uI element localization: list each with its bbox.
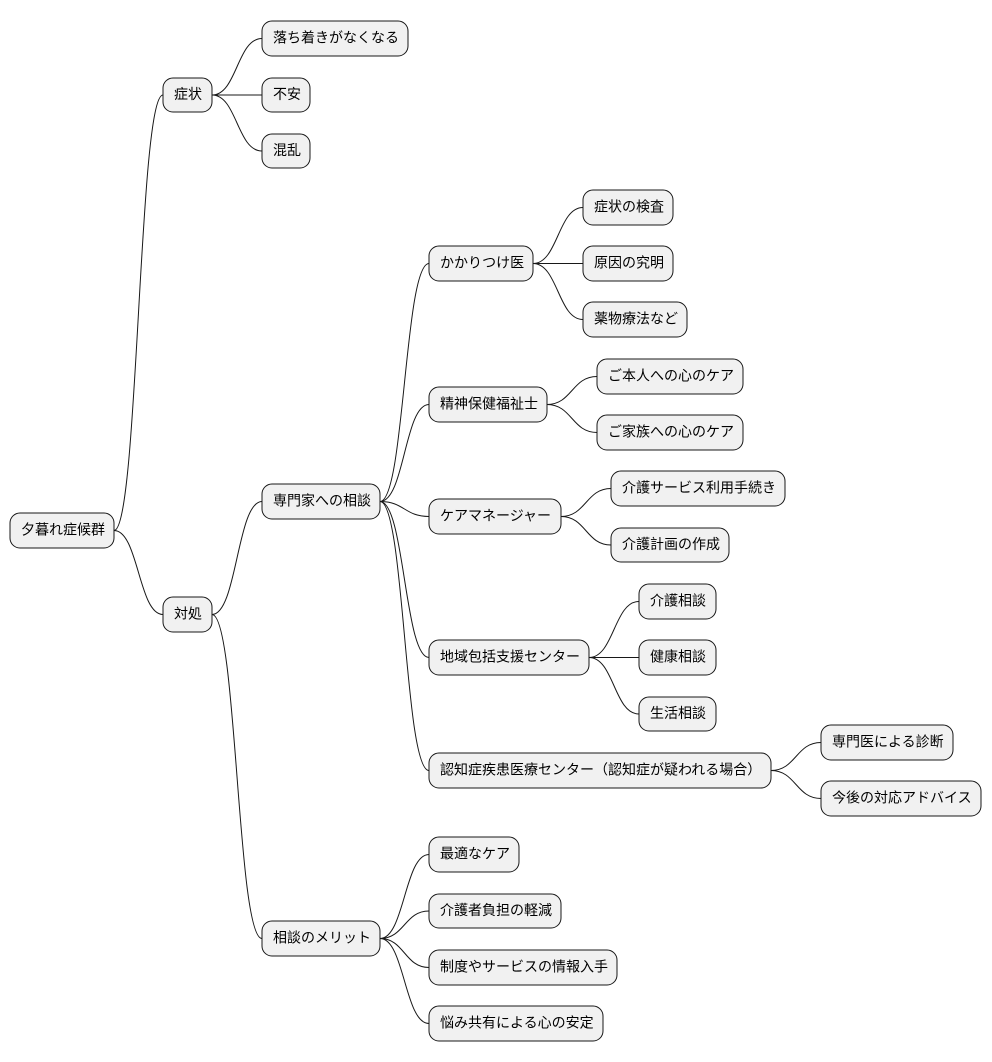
svg-text:専門医による診断: 専門医による診断 <box>832 735 944 751</box>
svg-text:薬物療法など: 薬物療法など <box>594 311 678 328</box>
item-care-plan-node: 介護計画の作成 <box>610 527 730 563</box>
connector-edge <box>211 614 263 939</box>
svg-text:落ち着きがなくなる: 落ち着きがなくなる <box>273 31 399 47</box>
item-life-consultation-node: 生活相談 <box>638 696 717 732</box>
connector-edge <box>588 657 640 715</box>
svg-text:不安: 不安 <box>273 87 301 103</box>
connector-edge <box>113 530 164 615</box>
svg-text:最適なケア: 最適なケア <box>440 846 510 863</box>
item-family-care-node: ご家族への心のケア <box>596 414 744 451</box>
item-care-consultation-node: 介護相談 <box>638 583 717 620</box>
connector-edge <box>211 38 263 96</box>
svg-text:精神保健福祉士: 精神保健福祉士 <box>440 397 538 413</box>
symptoms-node: 症状 <box>162 77 213 113</box>
connector-edge <box>546 376 598 405</box>
svg-text:ご本人への心のケア: ご本人への心のケア <box>608 369 734 385</box>
expert-family-doctor-node: かかりつけ医 <box>428 245 534 282</box>
item-health-consultation-node: 健康相談 <box>638 639 717 676</box>
connector-edge <box>379 938 430 1024</box>
item-cause-investigation-node: 原因の究明 <box>582 245 674 282</box>
connector-edge <box>113 94 164 531</box>
svg-text:健康相談: 健康相談 <box>650 649 706 666</box>
svg-text:症状: 症状 <box>174 87 202 103</box>
symptom-restless-node: 落ち着きがなくなる <box>261 20 409 57</box>
svg-text:専門家への相談: 専門家への相談 <box>273 493 371 510</box>
connector-edge <box>379 501 430 658</box>
expert-mental-health-worker-node: 精神保健福祉士 <box>428 386 548 423</box>
svg-text:介護計画の作成: 介護計画の作成 <box>622 537 720 553</box>
merit-information-node: 制度やサービスの情報入手 <box>428 949 618 986</box>
item-medication-node: 薬物療法など <box>582 301 688 338</box>
svg-text:ご家族への心のケア: ご家族への心のケア <box>608 424 734 441</box>
svg-text:地域包括支援センター: 地域包括支援センター <box>440 650 580 666</box>
connector-edge <box>379 404 430 502</box>
svg-text:症状の検査: 症状の検査 <box>594 200 664 216</box>
svg-text:混乱: 混乱 <box>273 143 301 159</box>
consult-merits-node: 相談のメリット <box>261 920 381 957</box>
svg-text:かかりつけ医: かかりつけ医 <box>440 256 524 272</box>
connector-edge <box>211 501 263 615</box>
svg-text:介護相談: 介護相談 <box>650 594 706 610</box>
symptom-confusion-node: 混乱 <box>261 133 311 169</box>
connector-edge <box>560 516 612 546</box>
svg-text:対処: 対処 <box>174 607 202 623</box>
svg-text:ケアマネージャー: ケアマネージャー <box>440 509 551 525</box>
expert-community-center-node: 地域包括支援センター <box>428 639 590 676</box>
root-node: 夕暮れ症候群 <box>9 512 115 549</box>
svg-text:介護サービス利用手続き: 介護サービス利用手続き <box>622 480 776 497</box>
connector-edge <box>770 770 822 799</box>
merit-optimal-care-node: 最適なケア <box>428 836 520 873</box>
expert-care-manager-node: ケアマネージャー <box>428 498 562 535</box>
connector-edge <box>379 501 430 771</box>
svg-text:相談のメリット: 相談のメリット <box>273 931 371 947</box>
svg-text:認知症疾患医療センター（認知症が疑われる場合）: 認知症疾患医療センター（認知症が疑われる場合） <box>440 762 761 779</box>
connector-edge <box>379 263 430 502</box>
connector-edge <box>546 404 598 433</box>
symptom-anxiety-node: 不安 <box>261 77 311 113</box>
svg-text:今後の対応アドバイス: 今後の対応アドバイス <box>832 791 972 807</box>
connector-edge <box>532 263 584 320</box>
svg-text:原因の究明: 原因の究明 <box>594 256 664 272</box>
connector-edge <box>379 501 430 517</box>
connector-edge <box>588 601 640 658</box>
connector-edge <box>211 94 263 152</box>
connector-edge <box>560 488 612 517</box>
connector-edge <box>379 938 430 968</box>
item-specialist-diagnosis-node: 専門医による診断 <box>820 724 954 761</box>
connector-edge <box>770 742 822 771</box>
connector-edge <box>379 854 430 939</box>
item-symptom-exam-node: 症状の検査 <box>582 189 674 226</box>
svg-text:介護者負担の軽減: 介護者負担の軽減 <box>440 902 552 919</box>
edges <box>113 38 822 1024</box>
item-patient-care-node: ご本人への心のケア <box>596 358 744 395</box>
merit-burden-reduction-node: 介護者負担の軽減 <box>428 893 562 929</box>
svg-text:生活相談: 生活相談 <box>650 706 706 722</box>
merit-peace-of-mind-node: 悩み共有による心の安定 <box>428 1005 604 1042</box>
svg-text:制度やサービスの情報入手: 制度やサービスの情報入手 <box>440 960 608 976</box>
svg-text:悩み共有による心の安定: 悩み共有による心の安定 <box>440 1016 594 1032</box>
connector-edge <box>532 207 584 264</box>
expert-dementia-center-node: 認知症疾患医療センター（認知症が疑われる場合） <box>428 752 772 789</box>
item-care-service-procedure-node: 介護サービス利用手続き <box>610 470 786 507</box>
item-future-advice-node: 今後の対応アドバイス <box>820 780 982 817</box>
consult-experts-node: 専門家への相談 <box>261 483 381 520</box>
response-node: 対処 <box>162 596 213 633</box>
svg-text:夕暮れ症候群: 夕暮れ症候群 <box>21 523 105 539</box>
connector-edge <box>379 910 430 939</box>
